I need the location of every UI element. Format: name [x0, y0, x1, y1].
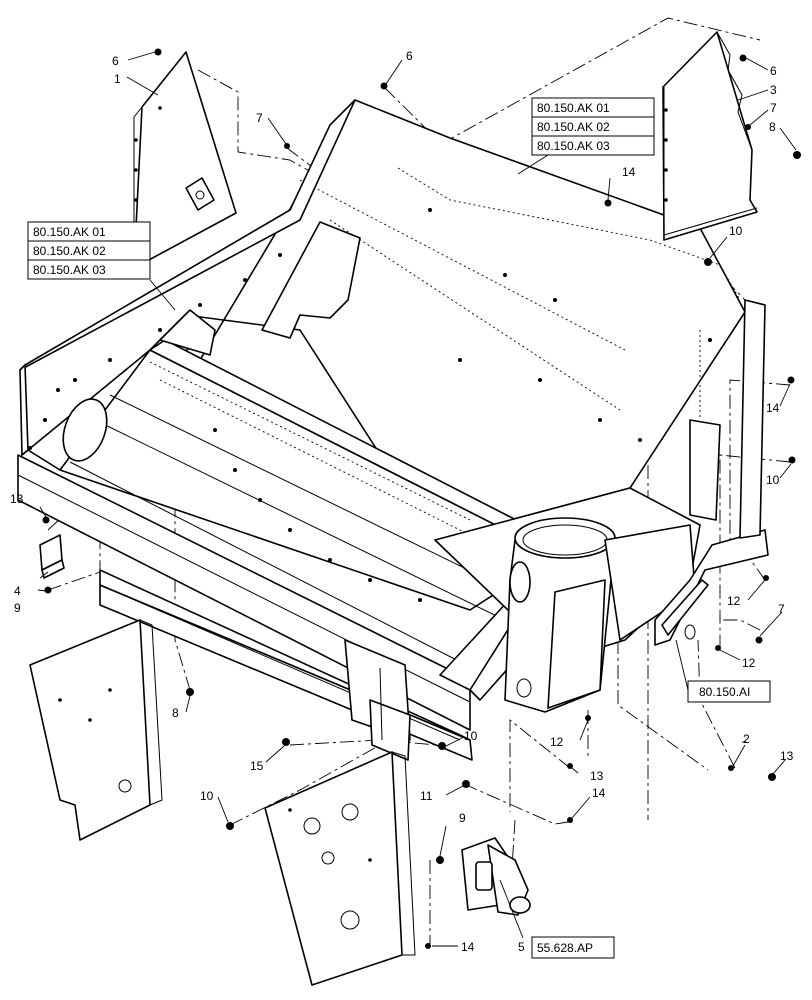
right-vertical-frame — [689, 299, 766, 539]
ref-left-3: 80.150.AK 03 — [33, 263, 106, 277]
ref-top-2: 80.150.AK 02 — [537, 120, 610, 134]
callout-10-upper-right: 10 — [729, 224, 743, 238]
ref-top-3: 80.150.AK 03 — [537, 139, 610, 153]
right-support-bracket — [654, 529, 769, 646]
callout-14-right: 14 — [766, 401, 780, 415]
ref-box-top-group: 80.150.AK 01 80.150.AK 02 80.150.AK 03 — [531, 97, 655, 156]
center-upright — [344, 639, 411, 761]
left-lower-flap — [29, 619, 163, 841]
ref-left-1: 80.150.AK 01 — [33, 225, 106, 239]
callout-14-center: 14 — [592, 786, 606, 800]
fasteners — [42, 48, 801, 949]
callout-12-right-upper: 12 — [727, 594, 741, 608]
callout-6-top-right: 6 — [770, 64, 777, 78]
callout-8-lower-left: 8 — [172, 706, 179, 720]
callout-9-lower: 9 — [459, 811, 466, 825]
callout-8-upper-right: 8 — [769, 120, 776, 134]
callout-12-center: 12 — [550, 735, 564, 749]
callout-6-top-center: 6 — [406, 49, 413, 63]
part-1-left-side-panel — [133, 51, 237, 269]
callout-labels: 6 1 6 7 6 3 7 8 14 10 14 10 12 7 12 12 1… — [10, 49, 794, 954]
callout-10-lower-left: 10 — [200, 789, 214, 803]
ref-box-right: 80.150.AI — [687, 680, 771, 703]
callout-7-upper-left: 7 — [256, 111, 263, 125]
callout-13-right: 13 — [780, 749, 794, 763]
callout-7-upper-right: 7 — [770, 101, 777, 115]
callout-13-center: 13 — [590, 769, 604, 783]
callout-14-upper: 14 — [622, 165, 636, 179]
part-3-right-side-panel — [662, 31, 758, 241]
ref-box-left-group: 80.150.AK 01 80.150.AK 02 80.150.AK 03 — [27, 221, 151, 280]
callout-15: 15 — [250, 759, 264, 773]
ref-left-2: 80.150.AK 02 — [33, 244, 106, 258]
ref-box-bottom: 55.628.AP — [531, 936, 615, 959]
callout-12-right-lower: 12 — [742, 656, 756, 670]
ref-right: 80.150.AI — [699, 685, 750, 699]
callout-13-left: 13 — [10, 492, 24, 506]
part-5-bracket-assembly — [461, 837, 531, 916]
part-4-small-bracket — [39, 534, 65, 579]
leader-lines — [37, 51, 797, 947]
callout-11: 11 — [420, 789, 433, 803]
callout-2: 2 — [743, 732, 750, 746]
center-lower-flap — [264, 751, 416, 986]
outlet-chute — [504, 517, 696, 713]
callout-4: 4 — [14, 584, 21, 598]
callout-1: 1 — [114, 72, 121, 86]
callout-6-top-left: 6 — [112, 54, 119, 68]
ref-bottom: 55.628.AP — [537, 941, 593, 955]
callout-10-center: 10 — [464, 729, 478, 743]
callout-10-right: 10 — [766, 473, 780, 487]
callout-14-bottom: 14 — [461, 940, 475, 954]
callout-3: 3 — [770, 83, 777, 97]
callout-5: 5 — [518, 940, 525, 954]
mounting-holes — [28, 106, 712, 862]
ref-top-1: 80.150.AK 01 — [537, 101, 610, 115]
callout-9-left: 9 — [14, 601, 21, 615]
callout-7-right: 7 — [778, 602, 785, 616]
